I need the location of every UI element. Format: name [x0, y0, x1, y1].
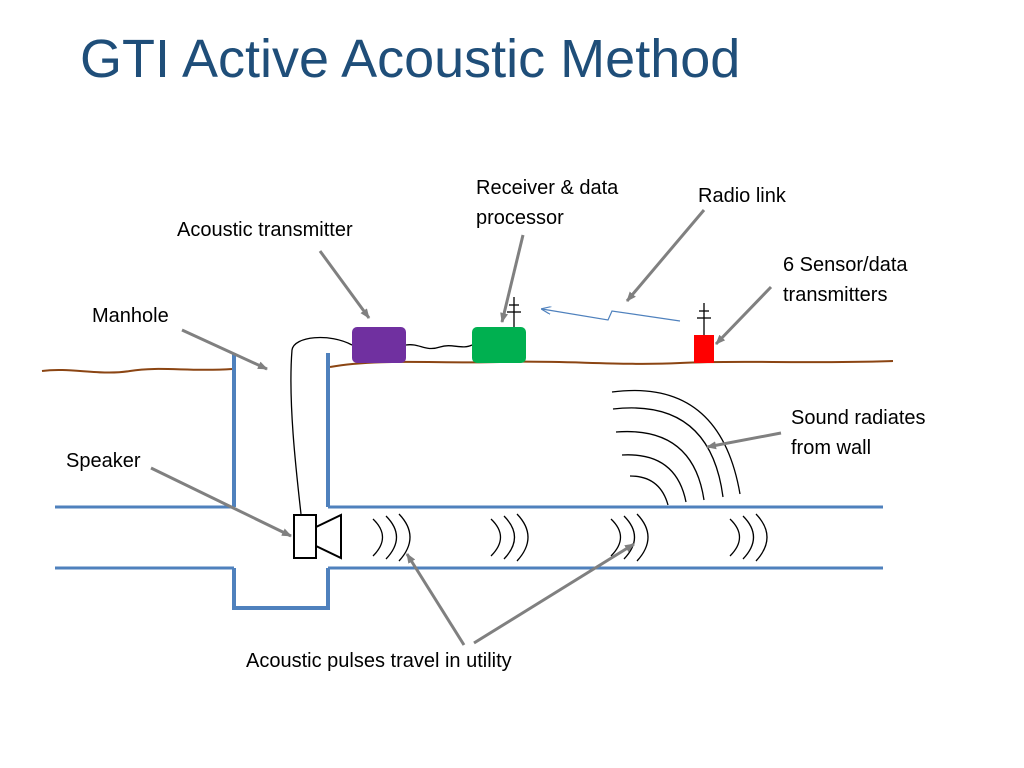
- label-acoustic-transmitter: Acoustic transmitter: [177, 219, 353, 241]
- arrow-acoustic-transmitter: [318, 250, 371, 319]
- pulse-group-3: [610, 513, 649, 562]
- label-sensor-line2: transmitters: [783, 284, 888, 306]
- label-sound-line1: Sound radiates: [791, 407, 926, 429]
- label-sensor-line1: 6 Sensor/data: [783, 254, 908, 276]
- arrow-manhole: [181, 328, 268, 371]
- sound-radiation-arcs: [611, 389, 741, 506]
- arrow-receiver: [500, 234, 525, 323]
- label-receiver-data-processor: Receiver & data processor: [476, 173, 618, 233]
- pulse-group-4: [729, 513, 768, 562]
- arrow-sound-radiates: [706, 431, 782, 450]
- arrow-radio-link: [625, 209, 706, 302]
- arrow-pulses-right: [473, 542, 635, 645]
- utility-pipe: [55, 505, 883, 570]
- acoustic-transmitter-box: [352, 327, 406, 363]
- speaker-icon: [293, 513, 342, 560]
- arrow-pulses-left: [405, 553, 466, 646]
- acoustic-pulses: [372, 513, 768, 562]
- label-manhole: Manhole: [92, 305, 169, 327]
- arrow-speaker: [150, 466, 292, 538]
- transmitter-receiver-cable: [405, 344, 473, 350]
- label-sound-line2: from wall: [791, 437, 872, 459]
- callout-arrows: [150, 209, 782, 646]
- receiver-data-processor-box: [472, 327, 526, 363]
- sensor-transmitter-box: [694, 335, 714, 363]
- label-receiver-line1: Receiver & data: [476, 177, 619, 199]
- label-acoustic-pulses: Acoustic pulses travel in utility: [246, 650, 512, 672]
- arrow-sensor: [714, 285, 773, 346]
- ground-surface-line: [41, 367, 233, 374]
- speaker-cable: [290, 336, 353, 515]
- pulse-group-1: [372, 513, 411, 562]
- receiver-antenna-icon: [507, 297, 521, 327]
- label-receiver-line2: processor: [476, 207, 564, 229]
- radio-link-signal: [542, 309, 681, 322]
- manhole-shaft: [232, 353, 330, 610]
- slide-title: GTI Active Acoustic Method: [80, 29, 741, 89]
- label-sensor-transmitters: 6 Sensor/data transmitters: [783, 250, 908, 310]
- ground-surface-line-right: [329, 360, 894, 368]
- label-radio-link: Radio link: [698, 185, 786, 207]
- label-sound-radiates: Sound radiates from wall: [791, 403, 926, 463]
- pulse-group-2: [490, 513, 529, 562]
- sensor-antenna-icon: [697, 303, 711, 335]
- label-speaker: Speaker: [66, 450, 141, 472]
